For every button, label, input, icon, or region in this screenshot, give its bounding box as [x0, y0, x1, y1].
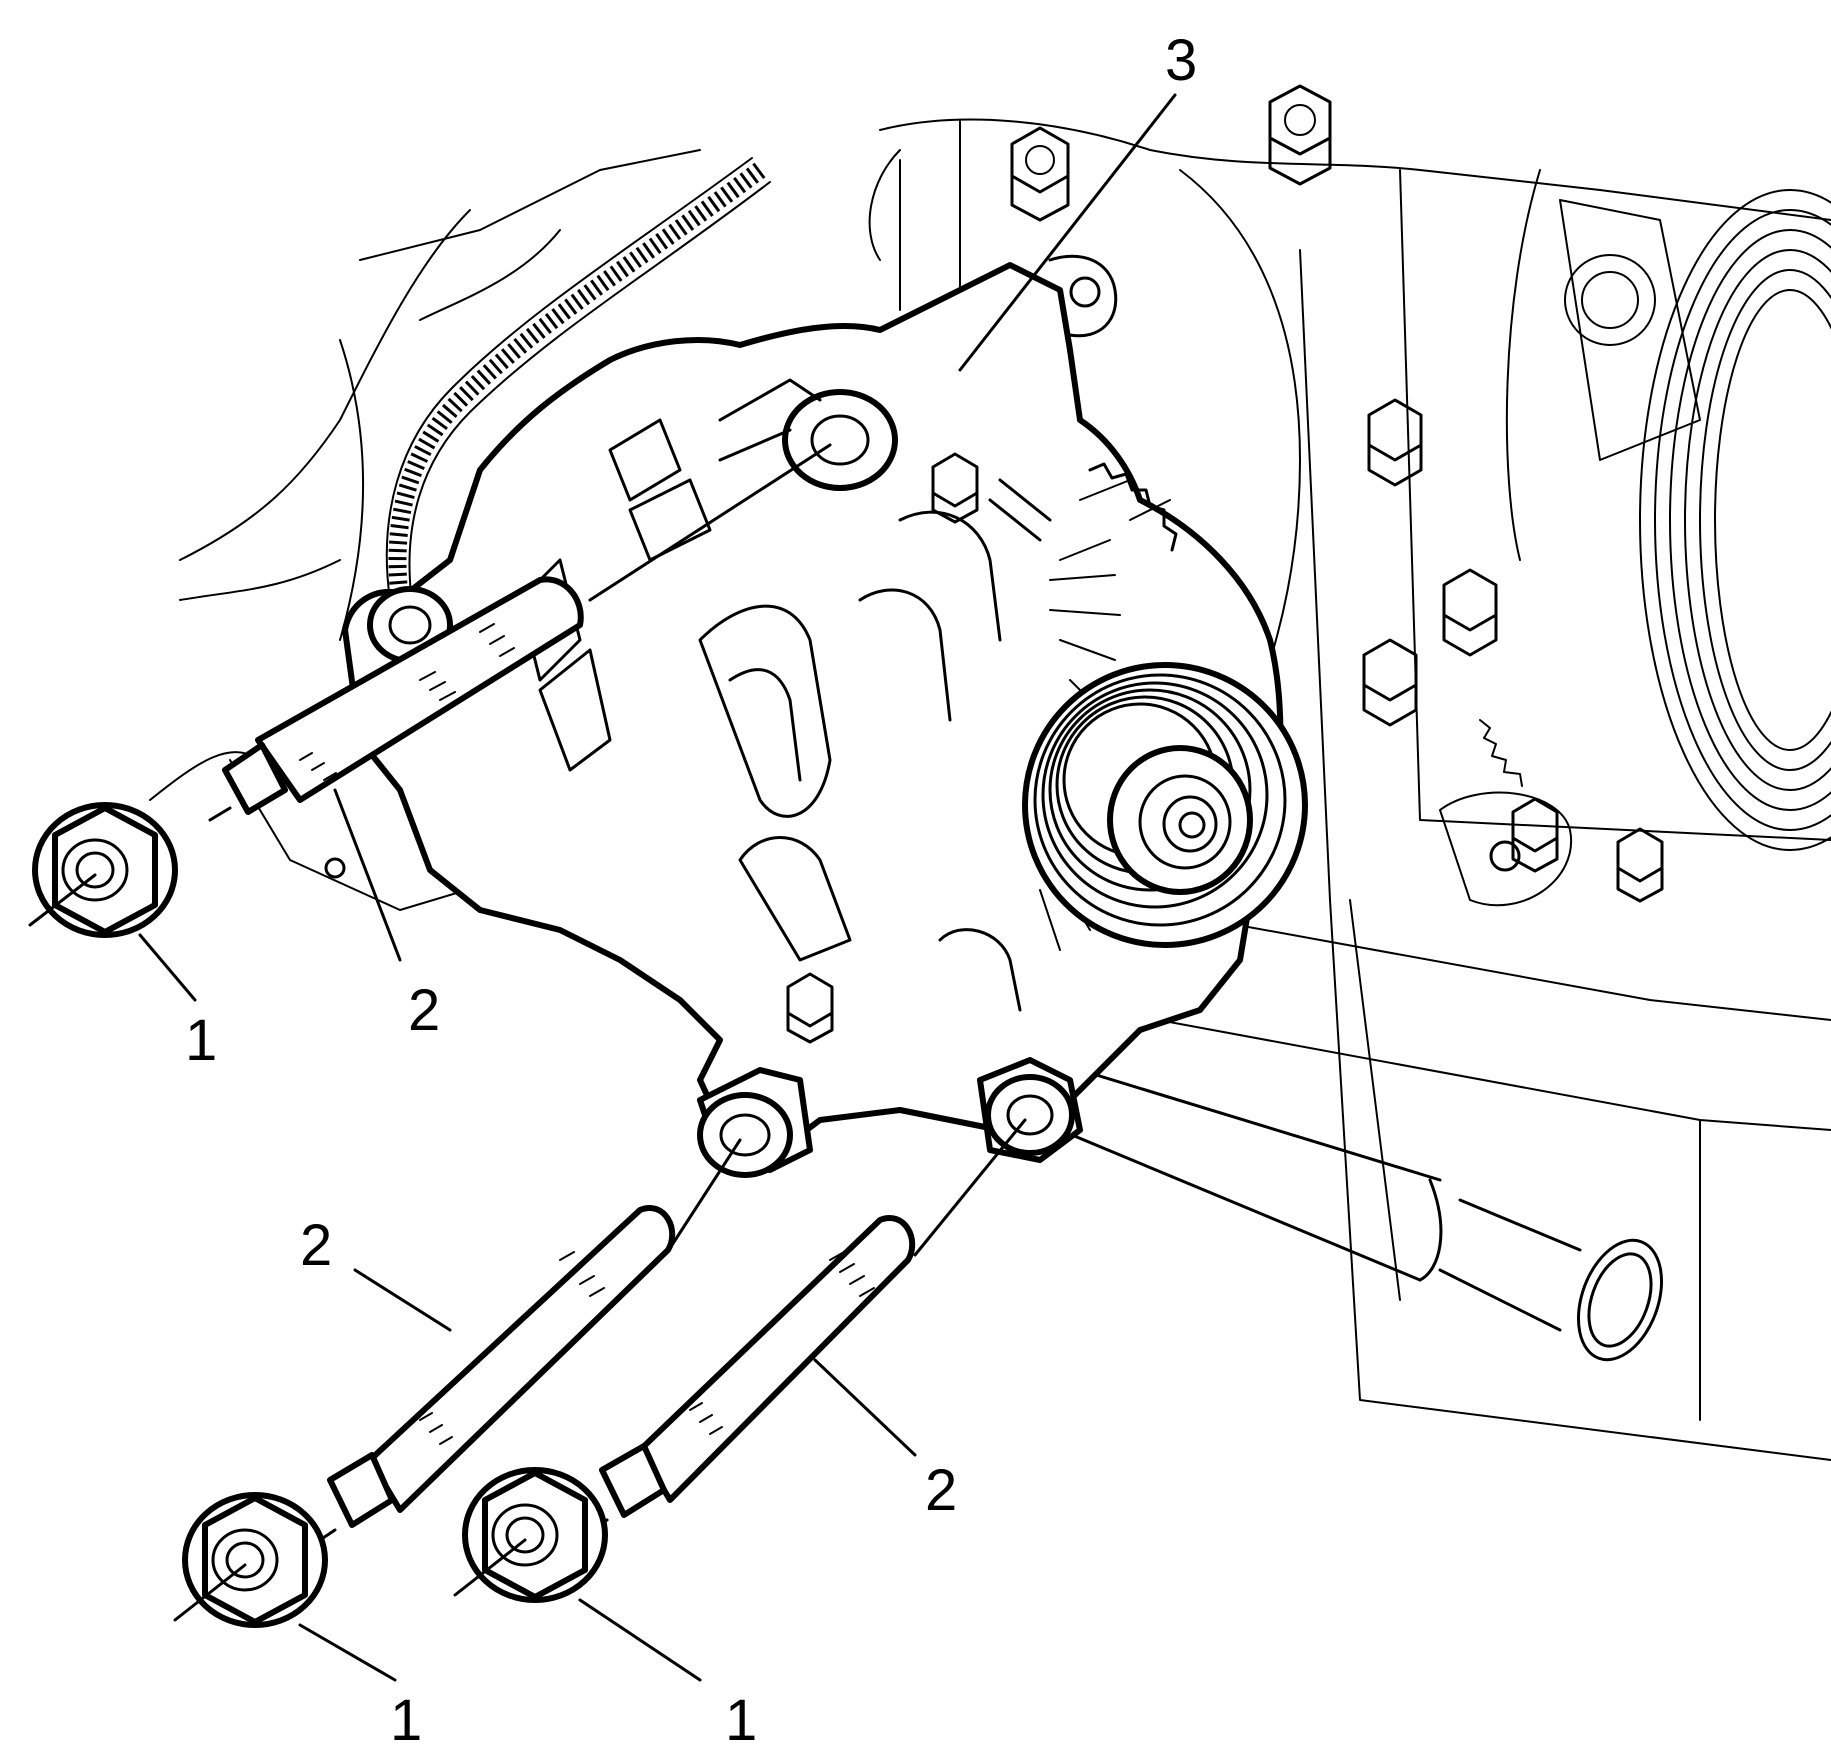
- callout-1-lower-right-nut: 1: [725, 1688, 757, 1749]
- stud-lower-left: [318, 1205, 676, 1542]
- wiring-harness-background: [149, 149, 901, 911]
- engine-block-background: [879, 84, 1831, 1461]
- callout-2-upper-stud: 2: [408, 978, 440, 1043]
- crank-pulley: [1639, 189, 1831, 851]
- leader-lines: [138, 93, 1177, 1682]
- block-bolt-heads: [1010, 84, 1664, 903]
- callout-labels: 3 2 1 2 2 1 1: [185, 28, 1197, 1749]
- upper-mount-boss: [718, 378, 898, 491]
- nut-lower-right: [453, 1467, 608, 1603]
- callout-1-upper-nut: 1: [185, 1008, 217, 1073]
- lower-right-mount-boss: [977, 1057, 1083, 1163]
- stud-lower-right: [590, 1215, 916, 1532]
- stud-upper: [208, 576, 584, 822]
- generator-body: [342, 254, 1284, 1178]
- alignment-lines: [588, 443, 1027, 1257]
- callout-2-lower-right-stud: 2: [925, 1458, 957, 1523]
- coolant-pipe: [1058, 1068, 1664, 1362]
- nut-upper: [28, 802, 178, 938]
- lower-left-mount-boss: [697, 1067, 813, 1178]
- nut-lower-left: [173, 1492, 328, 1628]
- callout-3-generator: 3: [1165, 28, 1197, 93]
- callout-1-lower-left-nut: 1: [390, 1688, 422, 1749]
- callout-2-lower-left-stud: 2: [300, 1213, 332, 1278]
- generator-pulley: [1022, 662, 1308, 948]
